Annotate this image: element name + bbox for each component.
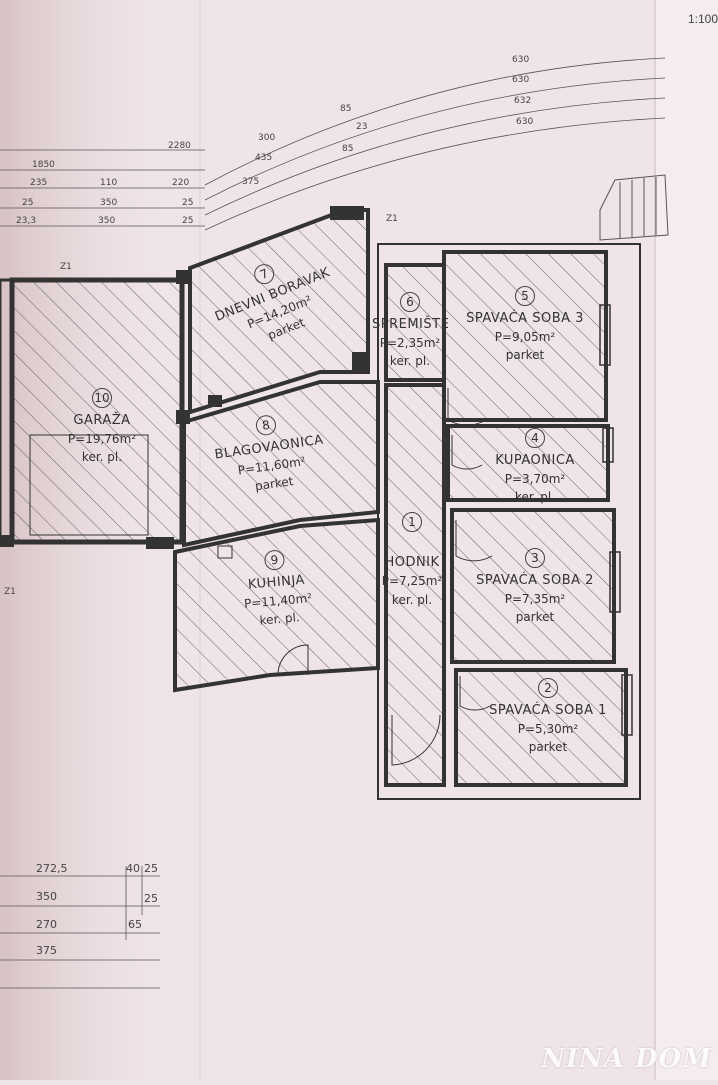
room-name: SPAVAĆA SOBA 2 (476, 573, 594, 588)
room-name: SPAVAĆA SOBA 1 (489, 703, 607, 718)
dimension-label: 300 (258, 133, 276, 143)
dimension-label: 2280 (168, 141, 191, 151)
room-name: SPAVAĆA SOBA 3 (466, 311, 584, 326)
dimension-label: 270 (36, 918, 57, 931)
room-area: P=7,25m² (381, 574, 443, 589)
room-name: KUPAONICA (495, 453, 575, 468)
room-label-kupaonica: 4 KUPAONICA P=3,70m² ker. pl. (470, 428, 600, 506)
dimension-label: 630 (512, 75, 530, 85)
room-dnevni-boravak (188, 206, 370, 415)
room-garaza (0, 277, 185, 545)
dimension-label: 435 (255, 153, 273, 163)
dimension-label: 350 (100, 198, 118, 208)
room-spavaca-soba-2 (450, 508, 621, 664)
room-area: P=5,30m² (517, 721, 579, 736)
watermark-logo: NINA DOM (541, 1044, 712, 1074)
scale-fragment: 1:100 (687, 12, 718, 26)
dimension-label: 235 (30, 178, 48, 188)
room-number: 2 (538, 678, 558, 698)
room-area: P=7,35m² (504, 591, 566, 606)
room-area: P=2,35m² (379, 335, 441, 350)
dimension-label: 65 (128, 918, 142, 931)
dimension-label: 23,3 (16, 216, 37, 226)
room-number: 5 (515, 286, 535, 306)
stairs (599, 174, 669, 241)
dimension-lines-bottom (0, 866, 160, 989)
room-label-garaza: 10 GARAŽA P=19,76m² ker. pl. (52, 388, 152, 466)
room-number: 6 (400, 292, 420, 312)
dimension-label: 25 (182, 198, 194, 208)
room-floor: ker. pl. (259, 610, 301, 628)
room-number: 10 (92, 388, 112, 408)
room-name: KUHINJA (247, 572, 306, 593)
room-floor: ker. pl. (391, 592, 433, 607)
dimension-label: 272,5 (36, 862, 68, 875)
room-number: 4 (525, 428, 545, 448)
room-label-spavaca-soba-3: 5 SPAVAĆA SOBA 3 P=9,05m² parket (455, 286, 595, 364)
room-floor: ker. pl. (514, 490, 556, 505)
dimension-label: 23 (356, 122, 368, 132)
dimension-label: 25 (22, 198, 34, 208)
dimension-label: 632 (514, 96, 532, 106)
dimension-label: 630 (516, 117, 534, 127)
dimension-label: 40 (126, 862, 140, 875)
dimension-label: 350 (98, 216, 116, 226)
room-hodnik (384, 383, 446, 787)
dimension-label: 85 (340, 104, 352, 114)
dimension-label: 1850 (32, 160, 55, 170)
room-floor: parket (515, 610, 555, 625)
room-number: 9 (263, 549, 286, 571)
dimension-lines-top (0, 57, 666, 231)
room-spavaca-soba-3 (442, 250, 611, 426)
dimension-label: 350 (36, 890, 57, 903)
dimension-label: 375 (36, 944, 57, 957)
room-number: 1 (402, 512, 422, 532)
room-name: HODNIK (384, 555, 440, 571)
dimension-label: 85 (342, 144, 354, 154)
room-floor: parket (528, 740, 568, 755)
dimension-label: 110 (100, 178, 118, 188)
room-floor: parket (505, 348, 545, 363)
room-number: 8 (254, 413, 278, 437)
room-floor: ker. pl. (81, 450, 123, 465)
dimension-label: 25 (182, 216, 194, 226)
room-name: SPREMIŠTE (372, 317, 450, 332)
room-label-hodnik: 1 HODNIK P=7,25m² ker. pl. (372, 512, 452, 608)
room-label-spremiste: 6 SPREMIŠTE P=2,35m² ker. pl. (372, 292, 450, 370)
marker-z1: Z1 (4, 587, 16, 597)
dimension-label: 375 (242, 177, 260, 187)
room-label-spavaca-soba-2: 3 SPAVAĆA SOBA 2 P=7,35m² parket (460, 548, 610, 626)
room-label-spavaca-soba-1: 2 SPAVAĆA SOBA 1 P=5,30m² parket (468, 678, 628, 756)
room-spremiste (384, 263, 446, 382)
dimension-label: 25 (144, 892, 158, 905)
dimension-label: 630 (512, 55, 530, 65)
dimension-label: 25 (144, 862, 158, 875)
marker-z1: Z1 (60, 262, 72, 272)
marker-z1: Z1 (386, 214, 398, 224)
room-area: P=9,05m² (494, 329, 556, 344)
room-name: GARAŽA (73, 413, 131, 428)
room-area: P=3,70m² (504, 471, 566, 486)
outer-wall (377, 243, 641, 800)
room-area: P=19,76m² (67, 431, 137, 446)
room-floor: ker. pl. (389, 354, 431, 369)
room-label-kuhinja: 9 KUHINJA P=11,40m² ker. pl. (219, 545, 335, 632)
dimension-label: 220 (172, 178, 190, 188)
room-area: P=11,40m² (243, 590, 313, 611)
room-number: 3 (525, 548, 545, 568)
